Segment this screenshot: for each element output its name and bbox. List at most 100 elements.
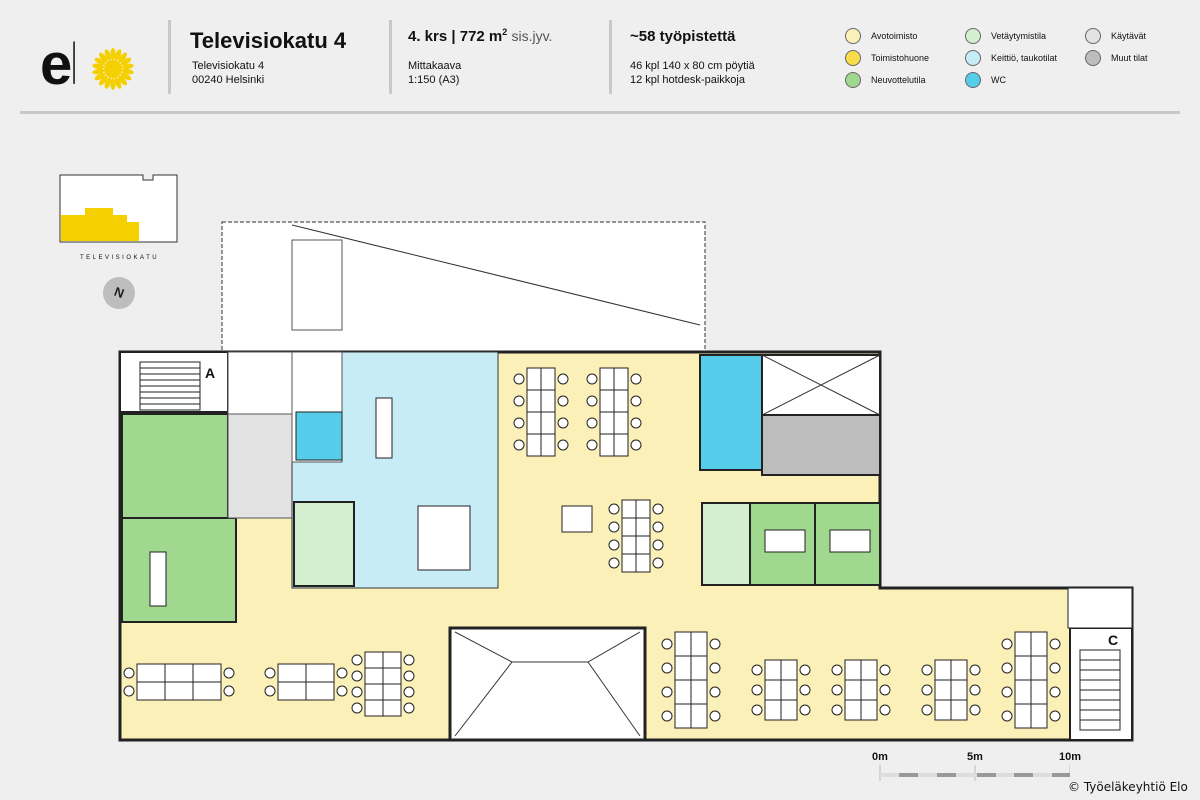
desk [613,411,629,435]
header-divider [389,20,392,94]
chair [799,684,811,696]
scale-tick-0: 0m [872,751,888,763]
chair [630,417,642,429]
chair [1049,686,1061,698]
chair [557,373,569,385]
desk [844,679,862,701]
quiet-room [701,502,751,586]
chair [751,684,763,696]
chair [652,521,664,533]
legend-item: Käytävät [1085,28,1146,44]
chair [1001,686,1013,698]
desk [690,631,708,657]
address-city: 00240 Helsinki [192,74,265,86]
desk [764,699,782,721]
chair [630,395,642,407]
desk [599,389,615,413]
desk [1014,703,1032,729]
desk [136,663,166,683]
kitchen-island [375,397,393,459]
desk [305,663,335,683]
scale-label: Mittakaava [408,60,462,72]
desk [364,699,384,717]
chair [630,373,642,385]
scale-value: 1:150 (A3) [408,74,460,86]
scale-tick-5: 5m [967,751,983,763]
meeting-room [121,517,237,623]
desk [635,499,651,519]
desk [780,699,798,721]
chair [557,439,569,451]
stair-step [139,403,201,411]
legend-item: Keittiö, taukotilat [965,50,1057,66]
desk [690,655,708,681]
floor-area-sup: 2 [502,27,508,37]
desk-count: 46 kpl 140 x 80 cm pöytiä [630,60,755,72]
meeting-room [121,413,229,519]
floor-area-value: 4. krs | 772 m [408,28,503,45]
desk [621,553,637,573]
desk [526,389,542,413]
legend-swatch [965,50,981,66]
chair [1049,662,1061,674]
floor-area-suffix: sis.jyv. [511,28,553,44]
chair [264,667,276,679]
legend-item: Muut tilat [1085,50,1148,66]
chair [969,664,981,676]
lounge [417,505,471,571]
other-space [761,414,881,476]
desk [934,679,952,701]
chair [336,667,348,679]
desk [164,663,194,683]
legend-label: Toimistohuone [871,53,930,63]
chair [799,664,811,676]
chair [608,521,620,533]
legend-swatch [845,72,861,88]
desk [1030,679,1048,705]
desk [526,367,542,391]
chair [831,664,843,676]
chair [336,685,348,697]
desk [136,681,166,701]
chair [709,686,721,698]
stair-step [139,379,201,387]
desk [540,433,556,457]
legend-swatch [965,72,981,88]
desk [613,367,629,391]
chair [799,704,811,716]
chair [969,684,981,696]
desk [526,433,542,457]
stair-step [1079,689,1121,701]
desk-info: 46 kpl 140 x 80 cm pöytiä 12 kpl hotdesk… [630,59,755,87]
meeting-table [149,551,167,607]
chair [661,662,673,674]
desk [364,651,384,669]
stair-step [139,391,201,399]
desk [613,433,629,457]
chair [403,686,415,698]
chair [403,702,415,714]
chair [709,710,721,722]
desk [844,659,862,681]
key-map: N [59,174,178,309]
desk [382,651,402,669]
wc [699,354,763,471]
desk [599,367,615,391]
chair [586,439,598,451]
legend-item: Toimistohuone [845,50,929,66]
desk [950,659,968,681]
desk [621,499,637,519]
desk [1014,679,1032,705]
chair [608,503,620,515]
desk [1014,631,1032,657]
chair [223,667,235,679]
legend-label: Muut tilat [1111,53,1148,63]
desk [764,659,782,681]
desk [764,679,782,701]
legend-label: Neuvottelutila [871,75,926,85]
chair [586,373,598,385]
desk [780,659,798,681]
desk [382,699,402,717]
elevator [291,239,343,331]
chair [513,373,525,385]
